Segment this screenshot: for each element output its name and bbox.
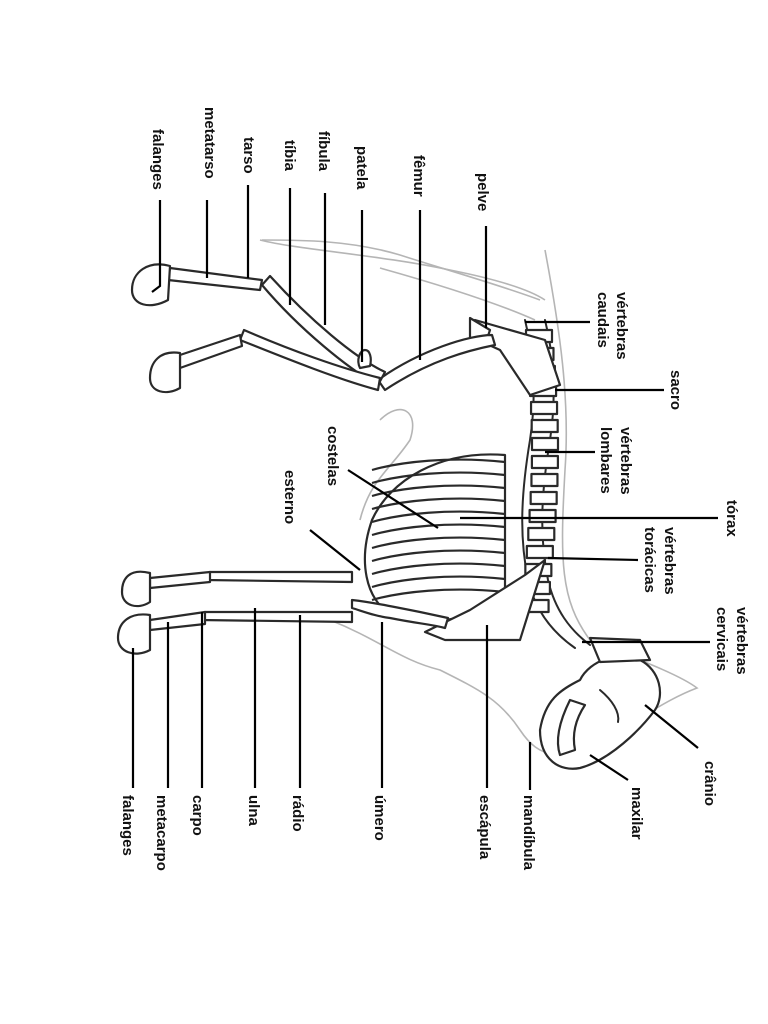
label-vertebras-toracicas-1: vértebras <box>661 527 678 595</box>
label-umero: úmero <box>371 795 388 841</box>
rib <box>371 510 506 524</box>
metacarpus-front <box>148 610 207 632</box>
label-falanges-hind: falanges <box>149 129 166 190</box>
vertebra <box>528 508 557 524</box>
scapula <box>423 558 547 642</box>
leader-cranio <box>644 704 699 749</box>
rib-cage <box>363 453 507 623</box>
label-tibia: tíbia <box>281 140 298 171</box>
rib <box>371 497 506 511</box>
vertebra <box>527 526 556 542</box>
label-patela: patela <box>353 146 370 190</box>
label-metatarso: metatarso <box>201 107 218 179</box>
label-vertebras-caudais-1: vértebras <box>613 292 630 360</box>
leader-esterno <box>309 529 361 571</box>
label-vertebras-lombares-2: lombares <box>597 427 614 494</box>
leader-lines <box>131 185 718 790</box>
label-mandibula: mandíbula <box>520 795 537 871</box>
rib <box>371 575 506 589</box>
metacarpus-back <box>148 570 212 590</box>
hind-paw-2 <box>148 351 182 394</box>
label-sacro: sacro <box>667 370 684 410</box>
label-falanges-fore: falanges <box>119 795 136 856</box>
front-paw-1 <box>116 613 152 655</box>
label-group: falanges metatarso tarso tíbia fíbula pa… <box>119 107 750 871</box>
label-vertebras-lombares-1: vértebras <box>617 427 634 495</box>
label-cranio: crânio <box>701 761 718 806</box>
rib <box>371 471 506 485</box>
label-vertebras-cervicais-2: cervicais <box>713 607 730 671</box>
leader-vertebras-toracicas <box>547 556 639 562</box>
hindlimbs <box>130 263 497 394</box>
label-metacarpo: metacarpo <box>153 795 170 871</box>
tibia-fibula-back <box>238 328 382 392</box>
rib <box>371 588 506 602</box>
leader-falanges-hind <box>151 200 162 293</box>
rib <box>371 562 506 576</box>
vertebra <box>530 454 560 470</box>
label-costelas: costelas <box>324 426 341 486</box>
label-escapula: escápula <box>476 795 493 860</box>
humerus <box>350 598 450 630</box>
rib <box>371 549 506 563</box>
label-fibula: fíbula <box>315 131 332 172</box>
leader-costelas <box>347 469 439 529</box>
label-pelve: pelve <box>474 173 491 211</box>
spine <box>521 319 591 649</box>
rib <box>371 458 506 472</box>
label-tarso: tarso <box>240 137 257 174</box>
tail <box>261 239 541 321</box>
front-paw-2 <box>120 570 152 608</box>
femur <box>376 333 497 392</box>
label-carpo: carpo <box>189 795 206 836</box>
vertebra <box>530 472 559 488</box>
patella <box>357 348 372 370</box>
metatarsus-2 <box>178 333 244 370</box>
label-vertebras-toracicas-2: torácicas <box>641 527 658 593</box>
radius-ulna-front <box>198 610 354 624</box>
vertebra <box>525 544 554 560</box>
rib <box>371 523 506 537</box>
forelimbs <box>116 558 547 655</box>
vertebra <box>529 490 558 506</box>
label-torax: tórax <box>723 500 740 537</box>
label-esterno: esterno <box>281 470 298 524</box>
leader-maxilar <box>589 754 629 781</box>
skull <box>538 636 662 770</box>
label-vertebras-caudais-2: caudais <box>594 292 611 348</box>
label-ulna: ulna <box>245 795 262 826</box>
rib <box>371 536 506 550</box>
radius-ulna-back <box>203 570 354 584</box>
label-femur: fêmur <box>410 155 427 197</box>
hind-paw-1 <box>130 263 172 307</box>
label-vertebras-cervicais-1: vértebras <box>733 607 750 675</box>
rib <box>371 484 506 498</box>
vertebra <box>529 400 559 416</box>
label-radio: rádio <box>289 795 306 832</box>
vertebra <box>530 418 559 434</box>
label-maxilar: maxilar <box>628 787 645 840</box>
vertebra <box>530 436 560 452</box>
